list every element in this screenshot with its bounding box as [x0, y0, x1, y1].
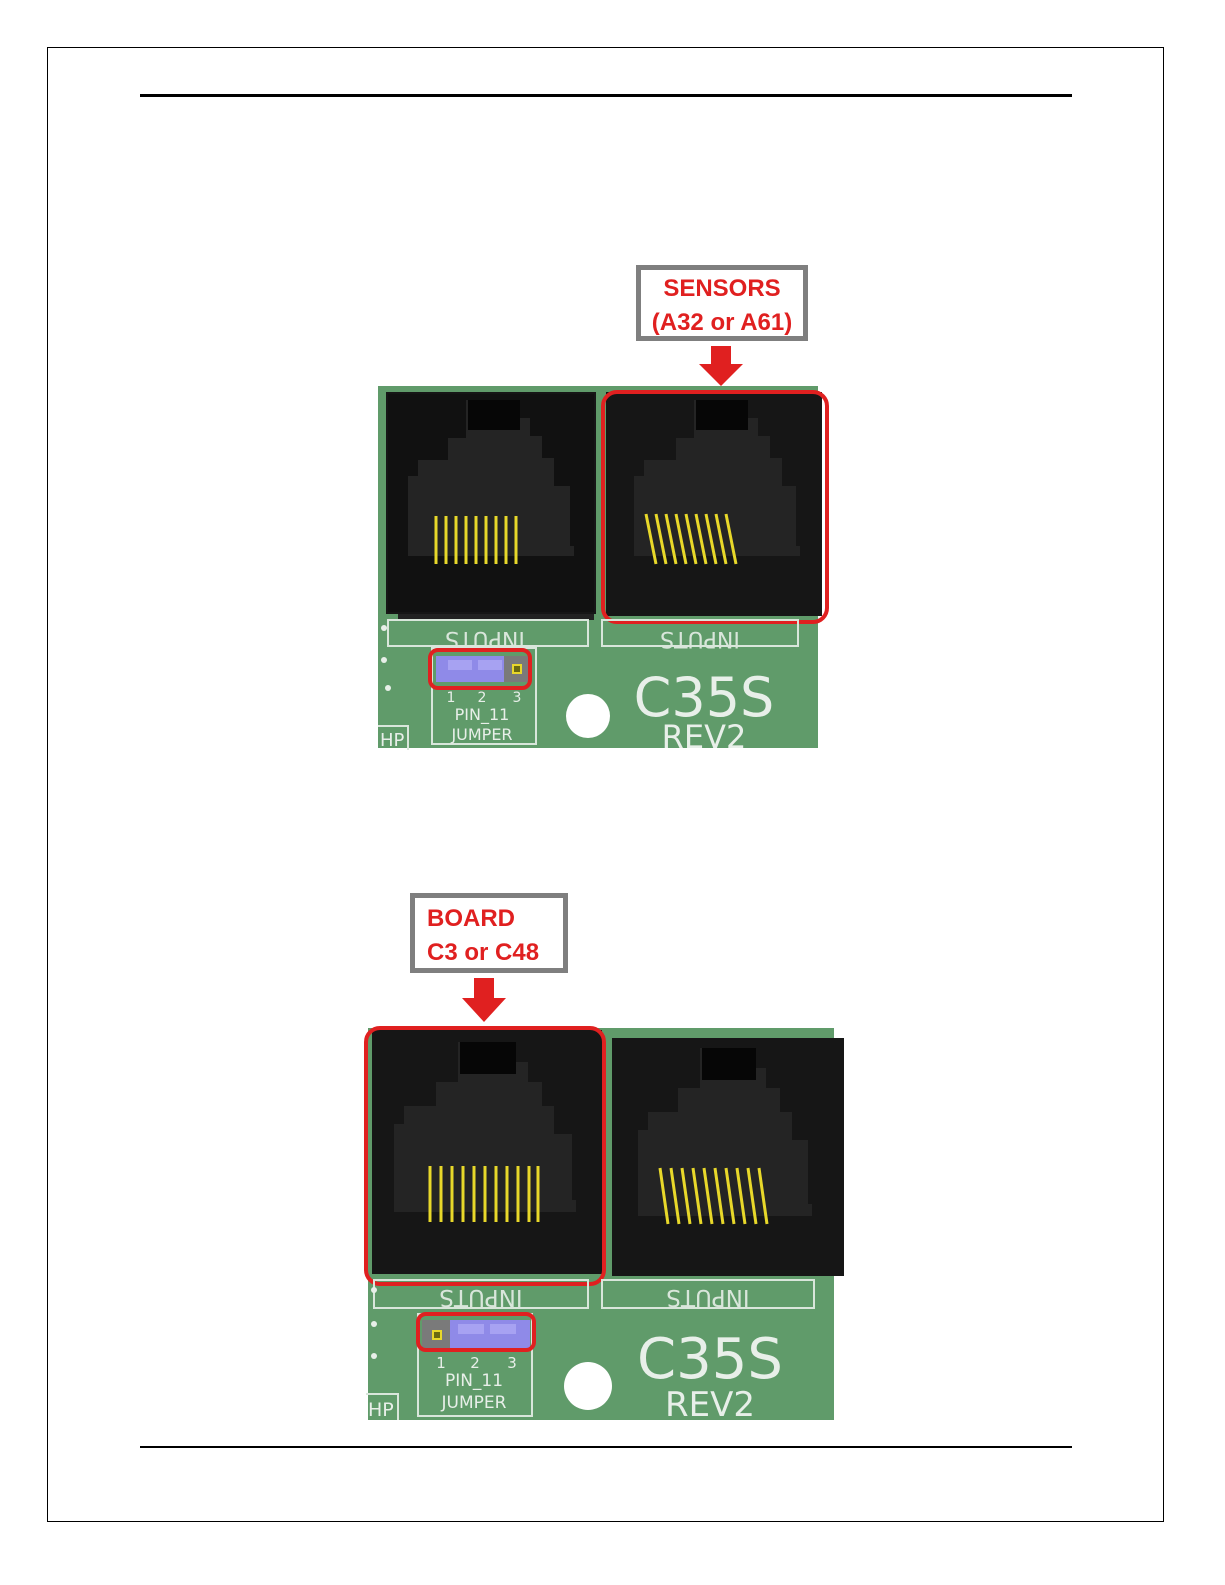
board-callout: BOARD C3 or C48 — [410, 893, 568, 973]
board-model: C35S — [637, 1327, 783, 1392]
jumper-pin-1: 1 — [447, 690, 456, 706]
jumper-label-jumper: JUMPER — [450, 725, 512, 744]
jumper-pin-2: 2 — [478, 690, 487, 706]
partial-hp-label: HP — [380, 730, 405, 750]
silkscreen-inputs-right: INPUTS — [666, 1284, 749, 1310]
jumper-label-pin11: PIN_11 — [455, 705, 510, 725]
jumper-label-pin11: PIN_11 — [445, 1371, 503, 1391]
jumper-pin-3: 3 — [507, 1354, 517, 1372]
partial-hp-label: HP — [368, 1399, 394, 1420]
jumper-pin-2: 2 — [470, 1354, 480, 1372]
rj45-connector-left — [386, 392, 596, 620]
mounting-hole — [564, 1362, 612, 1410]
arrow-down-icon — [699, 346, 743, 386]
rj45-connector-right — [606, 392, 822, 616]
silkscreen-inputs-left: INPUTS — [439, 1284, 522, 1310]
sensors-callout: SENSORS (A32 or A61) — [636, 265, 808, 341]
silkscreen-inputs-right: INPUTS — [660, 626, 740, 651]
board-revision: REV2 — [662, 718, 747, 750]
footer-rule — [140, 1446, 1072, 1448]
callout-line-1: SENSORS — [641, 272, 803, 306]
pcb-figure-bottom: INPUTS INPUTS 1 2 3 PIN_11 JUMPER HP C35… — [362, 1024, 848, 1420]
pcb-figure-top: INPUTS INPUTS 1 2 3 PIN_11 JUMPER HP C35… — [378, 386, 830, 750]
mounting-hole — [566, 694, 610, 738]
jumper-pin-3: 3 — [513, 690, 522, 706]
callout-line-2: (A32 or A61) — [641, 306, 803, 340]
board-revision: REV2 — [665, 1385, 755, 1420]
rj45-connector-right — [612, 1038, 844, 1276]
header-rule — [140, 94, 1072, 97]
rj45-connector-left — [372, 1030, 602, 1274]
jumper-label-jumper: JUMPER — [441, 1393, 507, 1413]
callout-line-1: BOARD — [427, 902, 563, 936]
callout-line-2: C3 or C48 — [427, 936, 563, 970]
jumper-pin-1: 1 — [436, 1354, 446, 1372]
arrow-down-icon — [462, 978, 506, 1022]
